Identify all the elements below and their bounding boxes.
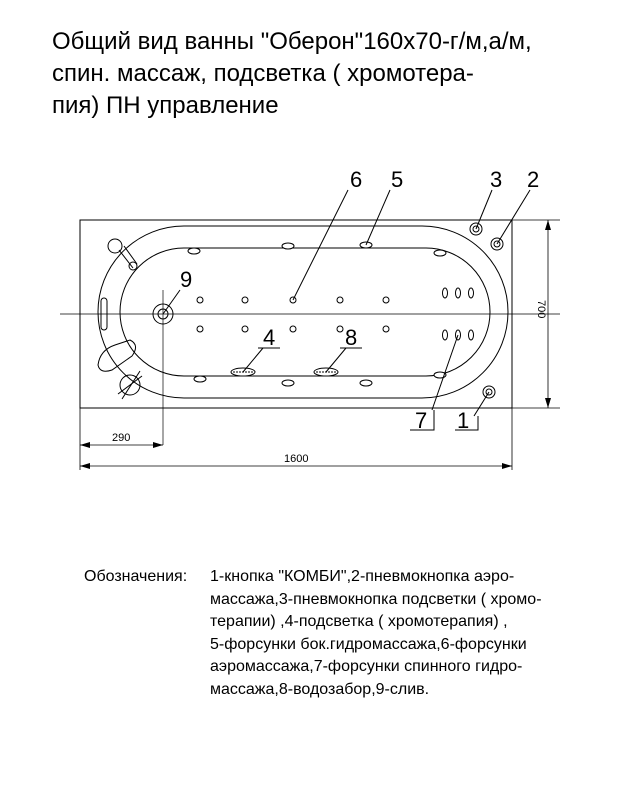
- basin-floor: [119, 247, 491, 377]
- callout-1: 1: [457, 408, 469, 433]
- overflow-slot: [100, 297, 108, 331]
- legend-line-5: аэромассажа,7-форсунки спинного гидро-: [210, 658, 523, 675]
- legend-line-2: массажа,3-пневмокнопка подсветки ( хромо…: [210, 590, 542, 608]
- diagram-title: Общий вид ванны "Оберон"160х70-г/м,а/м, …: [52, 26, 632, 122]
- legend-line-6: массажа,8-водозабор,9-слив.: [210, 680, 430, 698]
- button-1: [482, 385, 496, 399]
- legend: Обозначения: 1-кнопка "КОМБИ",2-пневмокно…: [84, 566, 624, 701]
- aero-jets: [196, 296, 390, 333]
- title-line-3: пия) ПН управление: [52, 92, 279, 119]
- drain: [152, 303, 174, 325]
- legend-line-3: терапии) ,4-подсветка ( хромотерапия) ,: [210, 613, 508, 630]
- dimension-drain-offset: 290: [112, 432, 130, 444]
- side-jets: [187, 241, 447, 387]
- callout-8: 8: [345, 325, 357, 350]
- leader-lines: [162, 189, 531, 431]
- basin-rim: [97, 225, 509, 399]
- callout-9: 9: [180, 267, 192, 292]
- callout-5: 5: [391, 167, 403, 192]
- dimension-length: 1600: [284, 453, 308, 465]
- legend-line-4: 5-форсунки бок.гидромассажа,6-форсунки: [210, 635, 527, 653]
- callout-6: 6: [350, 167, 362, 192]
- callout-2: 2: [527, 167, 539, 192]
- title-line-2: спин. массаж, подсветка ( хромотера-: [52, 60, 474, 87]
- legend-heading: Обозначения:: [84, 568, 188, 585]
- mixer-handle: [107, 238, 138, 271]
- spout: [97, 339, 143, 400]
- button-3: [469, 222, 483, 236]
- title-line-1: Общий вид ванны "Оберон"160х70-г/м,а/м,: [52, 28, 532, 55]
- callout-7: 7: [415, 408, 427, 433]
- callout-3: 3: [490, 167, 502, 192]
- button-2: [490, 237, 504, 251]
- callout-4: 4: [263, 325, 275, 350]
- legend-line-1: 1-кнопка "КОМБИ",2-пневмокнопка аэро-: [210, 568, 515, 585]
- dimension-width: 700: [535, 300, 547, 318]
